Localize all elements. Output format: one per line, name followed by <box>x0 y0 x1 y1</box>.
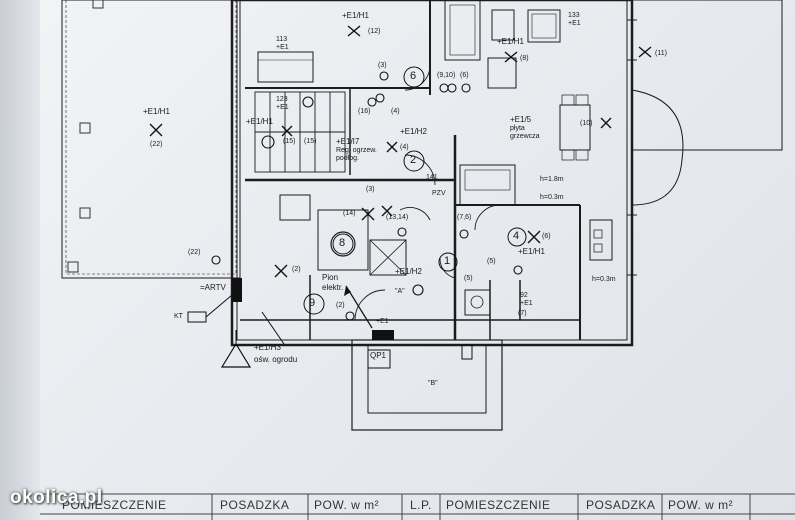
label-plus-e1-b: +E1 <box>568 20 581 27</box>
label-plus-e1-a: +E1 <box>276 44 289 51</box>
label-e1-i7: +E1/I7 <box>336 137 360 146</box>
label-n7: (7) <box>518 310 527 317</box>
room-number-8: 8 <box>339 237 346 249</box>
label-elektr: elektr. <box>322 283 344 292</box>
room-number-9: 9 <box>309 297 316 309</box>
label-n10: (10) <box>580 120 593 127</box>
label-n11: (11) <box>655 50 667 57</box>
legend-header-room: POMIESZCZENIE <box>62 498 167 512</box>
label-e1-h1-top: +E1/H1 <box>342 11 369 20</box>
label-plus-e1-c: +E1 <box>276 104 289 111</box>
watermark-logo: okolica.pl <box>10 487 103 508</box>
legend-grid <box>40 493 795 520</box>
terrace-outline-right <box>631 0 783 151</box>
label-c123: 123 <box>276 96 288 103</box>
label-n2-a: (2) <box>292 266 301 273</box>
staircase <box>254 91 346 173</box>
label-qp1: QP1 <box>370 351 387 360</box>
label-e1-h2-hall: +E1/H2 <box>400 127 427 136</box>
bay-window <box>631 89 684 206</box>
label-n5-b: (5) <box>464 275 473 282</box>
label-n22-b: (22) <box>188 249 201 256</box>
legend-header-room-2: POMIESZCZENIE <box>446 498 551 512</box>
label-n13: (3) <box>366 186 375 193</box>
label-kt: KT <box>174 313 183 320</box>
terrace-outline-left <box>61 0 241 279</box>
label-n8: (8) <box>520 55 529 62</box>
label-e1-h1-stairs: +E1/H1 <box>246 117 273 126</box>
page-edge-shadow <box>0 0 40 520</box>
label-plus-e1-d: +E1 <box>520 300 533 307</box>
legend-header-area-2: POW. w m² <box>668 498 734 512</box>
electrical-panel <box>232 278 242 302</box>
label-osw-ogrodu: ośw. ogrodu <box>254 355 298 364</box>
label-e1-5: +E1/5 <box>510 115 532 124</box>
label-c141: 141 <box>426 174 438 181</box>
label-reg-ogrzew: Reg. ogrzew. <box>336 147 377 154</box>
label-artv: =ARTV <box>200 283 226 292</box>
room-number-6: 6 <box>410 70 417 82</box>
label-mark-b: "B" <box>428 380 438 387</box>
label-n9-10: (9,10) <box>437 72 456 79</box>
label-n5-a: (5) <box>487 258 496 265</box>
legend-header-area: POW. w m² <box>314 498 380 512</box>
label-plyta: płyta <box>510 125 525 132</box>
porch <box>351 339 503 431</box>
warning-triangle <box>220 342 252 368</box>
label-pzv: PZV <box>432 190 446 197</box>
label-n15-a: (15) <box>283 138 296 145</box>
label-n6-b: (6) <box>542 233 551 240</box>
label-h03-a: h=0.3m <box>540 194 564 201</box>
label-c133: 133 <box>568 12 580 19</box>
label-n16: (16) <box>358 108 371 115</box>
label-n6: (6) <box>460 72 469 79</box>
legend-header-floor: POSADZKA <box>220 498 290 512</box>
label-n3: (3) <box>378 62 387 69</box>
legend-header-floor-2: POSADZKA <box>586 498 656 512</box>
label-podlog: podłog. <box>336 155 359 162</box>
label-grzewcza: grzewcza <box>510 133 540 140</box>
label-n13-14: (13,14) <box>386 214 409 221</box>
light-fixture-marks <box>149 25 652 278</box>
label-e1-h1-living: +E1/H1 <box>497 37 524 46</box>
label-e1-h1-terrace: +E1/H1 <box>143 107 170 116</box>
label-n4-b: (4) <box>400 144 409 151</box>
label-e1-h2-bath: +E1/H2 <box>395 267 422 276</box>
label-n4-a: (4) <box>391 108 400 115</box>
label-n14: (14) <box>343 210 356 217</box>
label-n2-b: (2) <box>336 302 345 309</box>
room-number-4: 4 <box>513 230 520 242</box>
room-number-2: 2 <box>410 154 417 166</box>
label-pion: Pion <box>322 273 339 282</box>
label-n7-6: (7,6) <box>457 214 472 221</box>
room-number-1: 1 <box>444 255 451 267</box>
room-legend-table: POMIESZCZENIE POSADZKA POW. w m² L.P. PO… <box>40 490 795 520</box>
label-n12: (12) <box>368 28 381 35</box>
label-h03-b: h=0.3m <box>592 276 616 283</box>
label-n22-top: (22) <box>150 141 163 148</box>
label-c113: 113 <box>276 36 288 43</box>
label-e1-h3: +E1/H3 <box>254 343 281 352</box>
label-c92: 92 <box>520 292 528 299</box>
label-e1-h1-kitchen: +E1/H1 <box>518 247 545 256</box>
label-n15-b: (15) <box>304 138 317 145</box>
label-mark-a: "A" <box>395 288 405 295</box>
label-plus-e1-e: +E1 <box>376 318 389 325</box>
label-h18: h=1.8m <box>540 176 564 183</box>
legend-header-lp: L.P. <box>410 498 432 512</box>
